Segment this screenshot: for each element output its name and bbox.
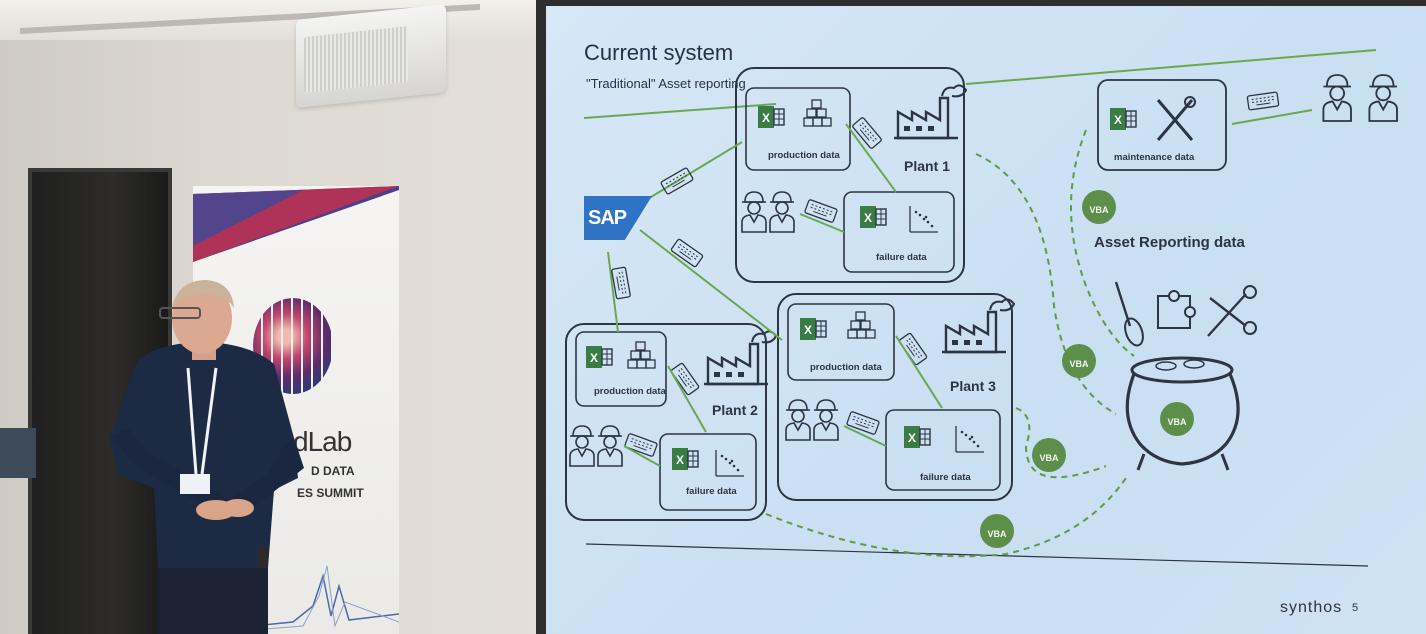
slide-graphics: X — [565, 49, 1398, 567]
vba-icon: VBA — [1032, 438, 1066, 472]
banner-line-3: ES SUMMIT — [297, 486, 364, 500]
plant-3-name: Plant 3 — [950, 378, 996, 394]
maintenance-group — [1097, 74, 1398, 171]
plant-2-name: Plant 2 — [712, 402, 758, 418]
plant-1-production-label: production data — [768, 150, 840, 161]
presenter — [110, 280, 304, 634]
vba-icon: VBA — [980, 514, 1014, 548]
banner-line-2: D DATA — [311, 464, 355, 478]
plant-3-failure-label: failure data — [920, 472, 971, 483]
plant-2-failure-label: failure data — [686, 486, 737, 497]
asset-reporting-title: Asset Reporting data — [1094, 234, 1245, 251]
banner-stripe — [193, 186, 399, 262]
slide-subtitle: "Traditional" Asset reporting — [586, 76, 746, 91]
slide-title: Current system — [584, 40, 734, 65]
plant-3-group — [777, 293, 1016, 501]
footer-brand-logo: synthos — [1280, 599, 1343, 616]
plant-2-production-label: production data — [594, 386, 666, 397]
plant-2-group — [565, 323, 778, 521]
wall-speaker — [296, 4, 446, 108]
ceiling — [0, 0, 560, 40]
utensils-group — [1114, 281, 1257, 347]
banner-brand: dLab — [293, 426, 352, 457]
vba-icon: VBA — [1160, 402, 1194, 436]
lectern — [0, 428, 36, 478]
slide-page-number: 5 — [1352, 602, 1359, 614]
projection-screen: X — [546, 6, 1426, 634]
maintenance-label: maintenance data — [1114, 152, 1195, 163]
plant-1-failure-label: failure data — [876, 252, 927, 263]
plant-1-name: Plant 1 — [904, 158, 950, 174]
banner-wave-graphic — [253, 565, 399, 631]
plant-1-group — [735, 67, 968, 283]
vba-icon: VBA — [1082, 190, 1116, 224]
vba-icon: VBA — [1062, 344, 1096, 378]
cauldron-group — [1125, 356, 1240, 471]
plant-3-production-label: production data — [810, 362, 882, 373]
